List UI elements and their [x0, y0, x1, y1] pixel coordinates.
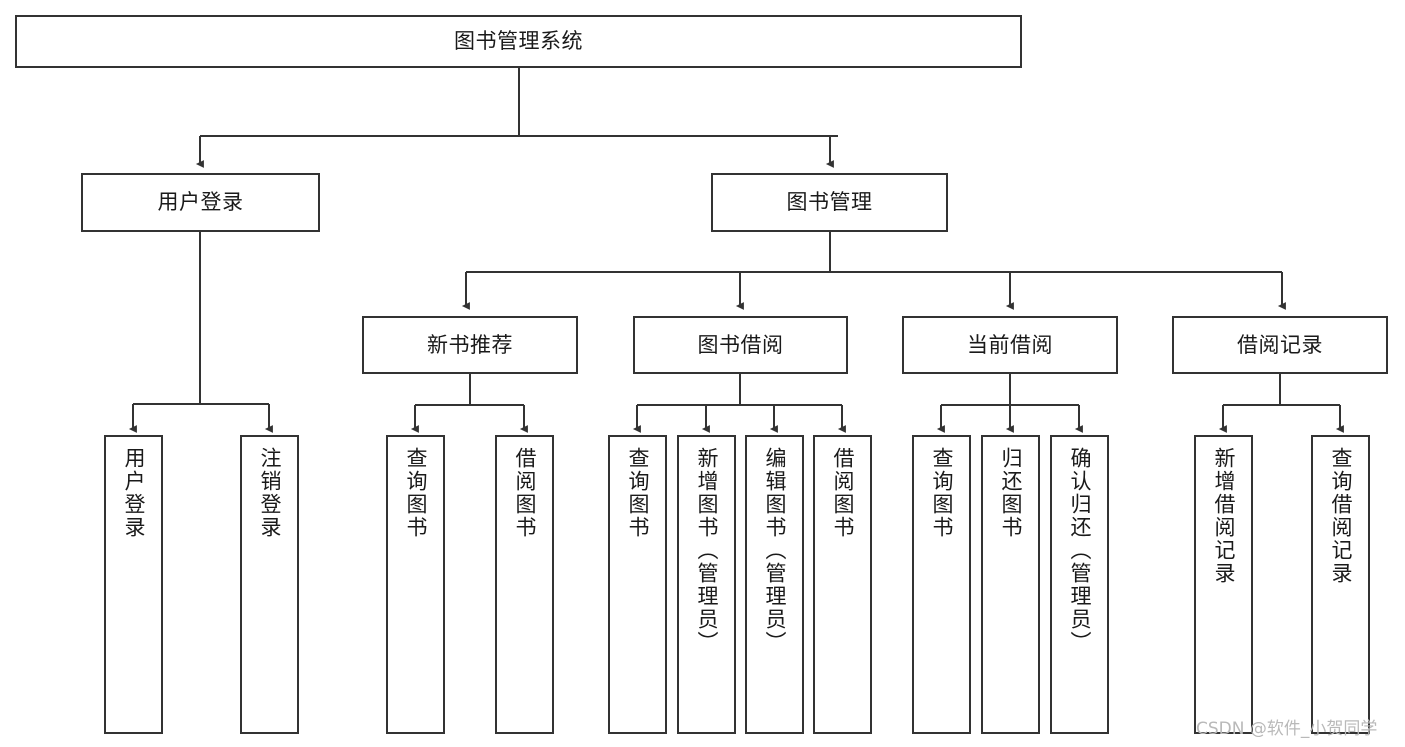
node-label: 借阅图书	[513, 447, 537, 539]
leaf-user-login-signin[interactable]: 用户登录	[104, 435, 163, 734]
node-borrow-record[interactable]: 借阅记录	[1172, 316, 1388, 374]
node-label: 归还图书	[999, 447, 1023, 539]
leaf-record-query-record[interactable]: 查询借阅记录	[1311, 435, 1370, 734]
node-label: 查询图书	[626, 447, 650, 539]
node-root-system[interactable]: 图书管理系统	[15, 15, 1022, 68]
node-label: 新书推荐	[427, 332, 513, 357]
leaf-borrow-add-book[interactable]: 新增图书（管理员）	[677, 435, 736, 734]
node-new-book-recommend[interactable]: 新书推荐	[362, 316, 578, 374]
leaf-recommend-query-book[interactable]: 查询图书	[386, 435, 445, 734]
leaf-borrow-edit-book[interactable]: 编辑图书（管理员）	[745, 435, 804, 734]
node-label: 借阅记录	[1237, 332, 1323, 357]
node-label: 查询图书	[404, 447, 428, 539]
node-label: 用户登录	[122, 447, 146, 539]
node-label: 借阅图书	[831, 447, 855, 539]
leaf-current-confirm-return[interactable]: 确认归还（管理员）	[1050, 435, 1109, 734]
leaf-record-add-record[interactable]: 新增借阅记录	[1194, 435, 1253, 734]
leaf-recommend-borrow-book[interactable]: 借阅图书	[495, 435, 554, 734]
node-label: 查询借阅记录	[1329, 447, 1353, 585]
node-label: 图书管理	[786, 190, 873, 215]
node-book-borrow[interactable]: 图书借阅	[633, 316, 848, 374]
leaf-current-query-book[interactable]: 查询图书	[912, 435, 971, 734]
node-label: 编辑图书（管理员）	[763, 447, 787, 654]
node-label: 注销登录	[258, 447, 282, 539]
node-label: 确认归还（管理员）	[1068, 447, 1092, 654]
node-label: 新增借阅记录	[1212, 447, 1236, 585]
node-label: 查询图书	[930, 447, 954, 539]
node-book-management[interactable]: 图书管理	[711, 173, 948, 232]
csdn-watermark: CSDN @软件_小贺同学	[1196, 719, 1378, 739]
node-user-login[interactable]: 用户登录	[81, 173, 320, 232]
node-label: 新增图书（管理员）	[695, 447, 719, 654]
node-label: 图书管理系统	[454, 29, 583, 54]
leaf-borrow-borrow-book[interactable]: 借阅图书	[813, 435, 872, 734]
leaf-borrow-query-book[interactable]: 查询图书	[608, 435, 667, 734]
node-label: 图书借阅	[697, 332, 784, 357]
node-label: 用户登录	[157, 190, 244, 215]
leaf-current-return-book[interactable]: 归还图书	[981, 435, 1040, 734]
leaf-user-login-signout[interactable]: 注销登录	[240, 435, 299, 734]
node-current-borrow[interactable]: 当前借阅	[902, 316, 1118, 374]
node-label: 当前借阅	[967, 332, 1053, 357]
